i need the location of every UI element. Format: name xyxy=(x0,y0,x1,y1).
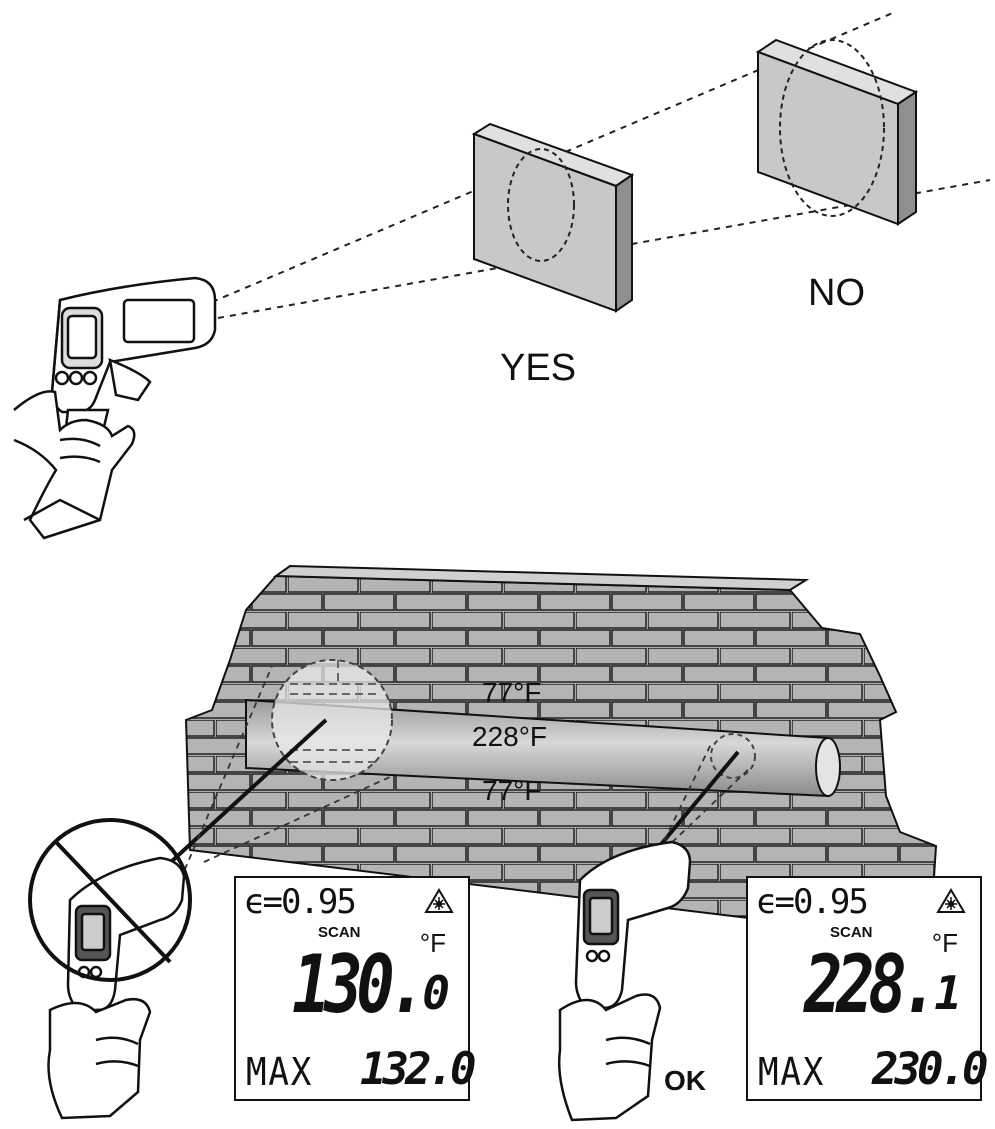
temperature-reading: 228. xyxy=(804,938,939,1031)
target-panel-far xyxy=(755,38,919,226)
scan-mode-indicator: SCAN xyxy=(318,924,361,941)
temperature-reading-decimal: 1 xyxy=(934,966,962,1020)
temp-label-top: 77°F xyxy=(482,677,541,708)
lcd-display-left: ϵ=0.95 SCAN °F 130. 0 MAX 132.0 xyxy=(234,876,476,1101)
label-yes: YES xyxy=(500,347,576,389)
measurement-spot-far xyxy=(779,39,885,217)
laser-warning-icon xyxy=(424,888,454,913)
prohibition-icon xyxy=(28,818,192,982)
spot-too-large xyxy=(271,659,393,781)
label-no: NO xyxy=(808,272,865,314)
hand-top xyxy=(13,390,136,540)
ir-thermometer-wrong xyxy=(28,818,192,1120)
ir-thermometer-top xyxy=(50,276,217,454)
ir-thermometer-ok: OK xyxy=(557,840,706,1122)
max-value: 132.0 xyxy=(360,1044,476,1095)
max-value: 230.0 xyxy=(872,1044,988,1095)
top-section: YES NO xyxy=(13,11,991,540)
brick-wall-section: 77°F 228°F 77°F xyxy=(158,564,938,942)
target-panel-near xyxy=(471,122,635,313)
unit-indicator: °F xyxy=(931,928,958,958)
unit-indicator: °F xyxy=(419,928,446,958)
hand-ok xyxy=(557,993,662,1122)
measurement-spot-near xyxy=(507,148,575,262)
hand-wrong xyxy=(47,998,152,1120)
emissivity-readout: ϵ=0.95 xyxy=(244,882,357,922)
temp-label-bottom: 77°F xyxy=(482,775,541,806)
max-label: MAX xyxy=(246,1050,314,1094)
temp-label-pipe: 228°F xyxy=(472,721,547,752)
label-ok: OK xyxy=(664,1065,706,1096)
temperature-reading: 130. xyxy=(292,938,427,1031)
lcd-display-right: ϵ=0.95 SCAN °F 228. 1 MAX 230.0 xyxy=(746,876,988,1101)
laser-warning-icon xyxy=(936,888,966,913)
spot-correct xyxy=(710,733,756,779)
scan-mode-indicator: SCAN xyxy=(830,924,873,941)
max-label: MAX xyxy=(758,1050,826,1094)
emissivity-readout: ϵ=0.95 xyxy=(756,882,869,922)
temperature-reading-decimal: 0 xyxy=(422,966,450,1020)
